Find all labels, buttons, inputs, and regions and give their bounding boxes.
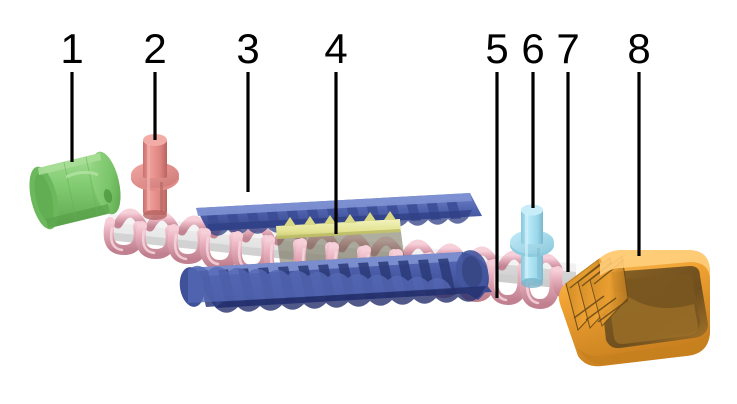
blue-coil-sheath-front: [179, 250, 492, 313]
callout-label-1: 1: [60, 25, 84, 72]
callout-label-2: 2: [143, 25, 167, 72]
red-plug: [131, 134, 179, 220]
callout-label-4: 4: [324, 25, 348, 72]
callout-label-3: 3: [236, 25, 260, 72]
green-cylinder: [29, 151, 121, 230]
callout-lines: [70, 72, 641, 298]
orange-cap: [558, 250, 710, 367]
callout-label-7: 7: [556, 25, 580, 72]
callout-label-8: 8: [627, 25, 651, 72]
callout-label-5: 5: [485, 25, 509, 72]
callout-label-6: 6: [521, 25, 545, 72]
yellow-inner-ribbon-upper: [276, 211, 401, 239]
cyan-plug: [510, 204, 554, 288]
